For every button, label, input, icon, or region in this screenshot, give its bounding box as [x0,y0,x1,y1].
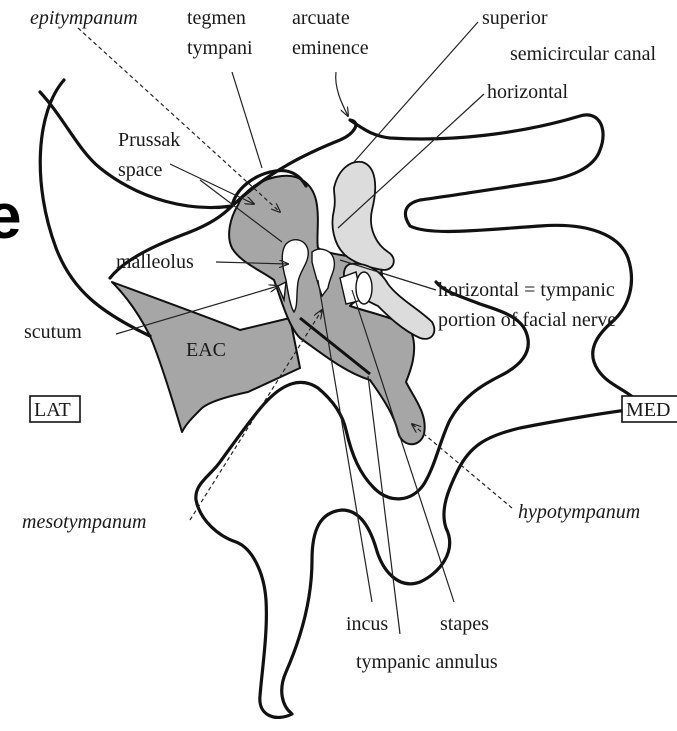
oval-window [356,272,372,304]
label-tegmen-2: tympani [187,37,253,59]
label-stapes: stapes [440,613,489,635]
label-incus: incus [346,613,388,635]
label-hypotympanum: hypotympanum [518,501,640,523]
arcuate-leader [336,72,348,116]
label-arcuate-2: eminence [292,37,369,59]
label-superior: superior [482,7,548,29]
label-prussak-1: Prussak [118,129,180,151]
label-tegmen-1: tegmen [187,7,246,29]
tegmen-leader [232,72,262,168]
label-prussak-2: space [118,159,163,181]
label-tympanic-annulus: tympanic annulus [356,651,498,673]
label-malleolus: malleolus [116,251,194,273]
superior-leader [354,22,478,162]
label-eac: EAC [186,339,226,361]
superior-semicircular-canal [332,162,393,270]
label-horizontal: horizontal [487,81,569,103]
label-semicircular-canal: semicircular canal [510,43,656,65]
prussak-leader [170,164,254,204]
label-mesotympanum: mesotympanum [22,511,146,533]
label-epitympanum: epitympanum [30,7,138,29]
partial-letter: e [0,180,22,252]
label-lat: LAT [34,399,71,421]
label-horizontal-eq-2: portion of facial nerve [438,309,616,331]
label-arcuate-1: arcuate [292,7,350,29]
label-horizontal-eq-1: horizontal = tympanic [438,279,615,301]
label-med: MED [626,399,670,421]
label-scutum: scutum [24,321,82,343]
